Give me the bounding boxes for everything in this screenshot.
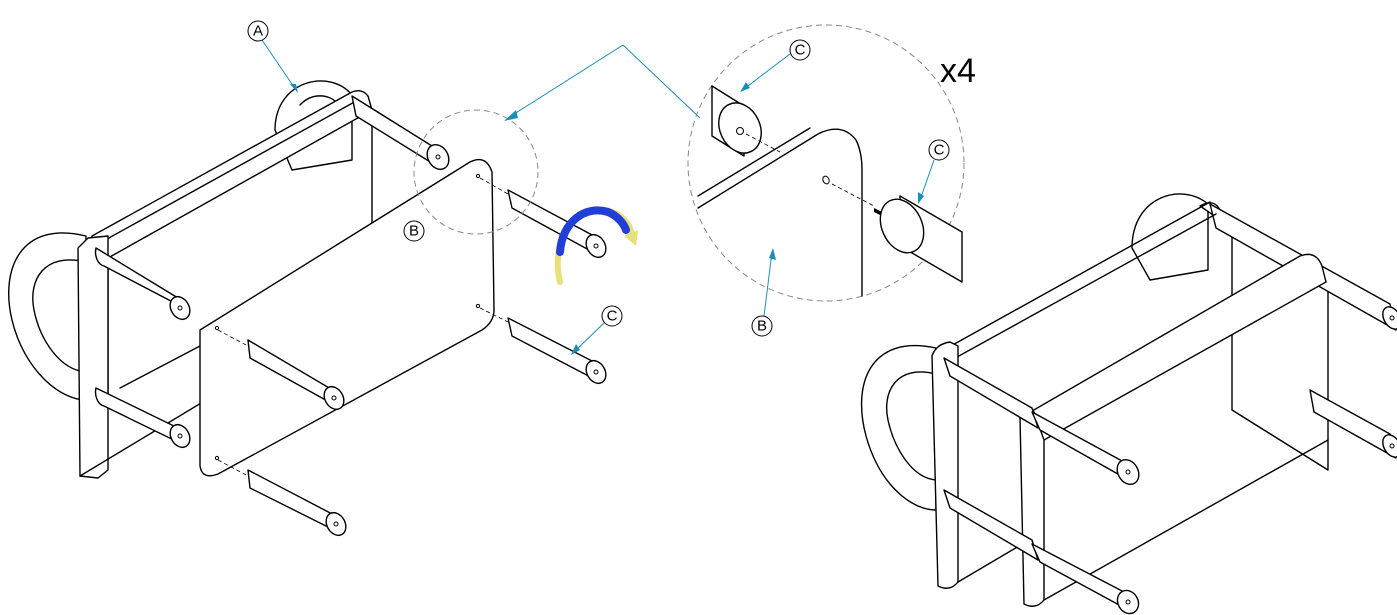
- callout-b-panel: B: [403, 220, 425, 242]
- clockwise-rotate-arrow-icon: [554, 206, 638, 285]
- callout-c-detail-upper-leader: [740, 53, 791, 92]
- detail-reference-circle: [413, 109, 539, 235]
- callout-b-detail-leader: [763, 248, 776, 317]
- exploded-view: [8, 80, 638, 537]
- rod-c-bottom-right: [479, 307, 607, 385]
- callout-c-rod-label: C: [607, 308, 618, 325]
- front-handle: [8, 232, 87, 401]
- rod-a-upper-right: [351, 95, 450, 171]
- rod-c-top-right: [479, 177, 607, 259]
- assembled-view: [860, 193, 1397, 615]
- callout-c-detail-upper-label: C: [795, 42, 806, 59]
- callout-b-detail: B: [751, 315, 773, 337]
- panel-b: [199, 158, 495, 477]
- callout-c-rod-leader: [571, 322, 605, 355]
- callout-a-leader: [261, 39, 298, 93]
- callout-b-detail-label: B: [757, 318, 767, 335]
- callout-c-detail-right-label: C: [934, 142, 945, 159]
- callout-c-detail-right-leader: [918, 159, 935, 204]
- detail-view: [687, 24, 965, 302]
- rod-a-lower-left: [94, 387, 191, 449]
- rod-a-upper-left: [94, 247, 191, 321]
- callout-b-panel-label: B: [409, 223, 419, 240]
- detail-leader: [504, 44, 701, 121]
- rod-c-bottom-left: [217, 459, 347, 537]
- callout-a-label: A: [253, 23, 263, 40]
- rod-c-mid-left: [217, 329, 345, 411]
- callout-c-rod: C: [601, 305, 623, 327]
- callout-a: A: [247, 20, 269, 42]
- quantity-label: x4: [940, 52, 976, 90]
- detail-view-circle: [687, 24, 965, 302]
- callout-c-detail-upper: C: [789, 39, 811, 61]
- callout-c-detail-right: C: [928, 139, 950, 161]
